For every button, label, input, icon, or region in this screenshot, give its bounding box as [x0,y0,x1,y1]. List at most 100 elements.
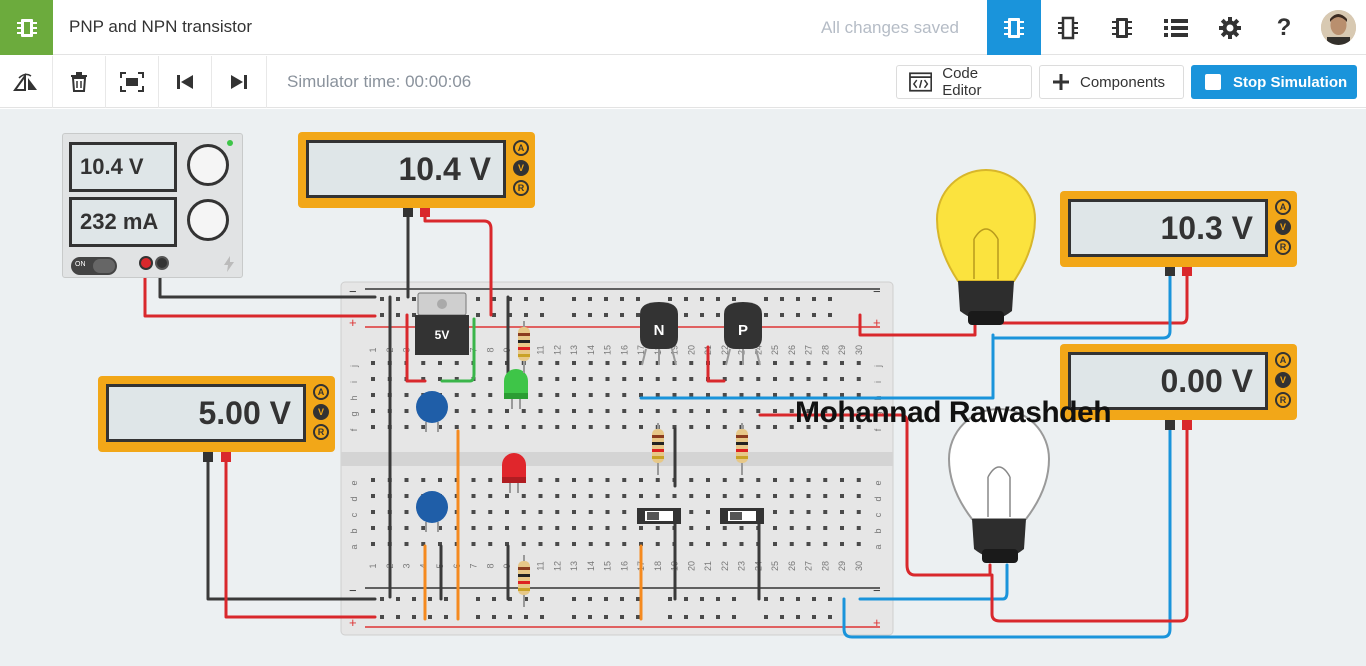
breadboard-hole[interactable] [856,425,861,429]
breadboard-hole[interactable] [806,478,811,482]
breadboard-hole[interactable] [773,409,777,413]
breadboard-hole[interactable] [655,542,660,546]
breadboard-hole[interactable] [739,409,744,413]
step-back-button[interactable] [159,56,212,108]
breadboard-hole[interactable] [655,361,660,365]
breadboard-hole[interactable] [604,297,608,301]
breadboard-hole[interactable] [605,393,610,397]
breadboard-hole[interactable] [789,409,794,413]
breadboard-hole[interactable] [840,361,844,365]
breadboard-hole[interactable] [371,425,375,429]
breadboard-hole[interactable] [773,526,777,530]
breadboard-hole[interactable] [572,393,576,397]
breadboard-hole[interactable] [605,526,610,530]
breadboard-hole[interactable] [555,409,560,413]
breadboard-hole[interactable] [639,526,643,530]
breadboard-hole[interactable] [806,510,811,514]
mode-volt[interactable]: V [1275,372,1291,388]
breadboard-hole[interactable] [438,425,442,429]
breadboard-hole[interactable] [689,494,694,498]
breadboard-hole[interactable] [572,510,576,514]
breadboard-hole[interactable] [700,313,704,317]
breadboard-hole[interactable] [454,377,459,381]
breadboard-hole[interactable] [789,393,794,397]
breadboard-hole[interactable] [622,425,627,429]
multimeter-3-mode-dials[interactable]: A V R [1275,199,1291,255]
mode-ampere[interactable]: A [1275,352,1291,368]
breadboard-hole[interactable] [404,494,409,498]
breadboard-hole[interactable] [588,615,592,619]
breadboard-hole[interactable] [639,542,643,546]
breadboard-hole[interactable] [508,597,512,601]
breadboard-hole[interactable] [789,542,794,546]
psu-voltage-knob[interactable] [187,144,229,186]
breadboard-hole[interactable] [492,597,496,601]
breadboard-hole[interactable] [396,615,400,619]
breadboard-hole[interactable] [806,377,811,381]
breadboard-hole[interactable] [689,409,694,413]
breadboard-hole[interactable] [605,361,610,365]
breadboard-hole[interactable] [438,377,442,381]
breadboard-hole[interactable] [588,297,592,301]
breadboard-hole[interactable] [444,615,448,619]
breadboard-hole[interactable] [524,313,528,317]
breadboard-hole[interactable] [689,393,694,397]
breadboard-hole[interactable] [716,597,720,601]
resistor-led-green[interactable] [518,321,530,373]
breadboard-hole[interactable] [668,615,672,619]
psu-positive-terminal[interactable] [139,256,153,270]
breadboard-hole[interactable] [604,313,608,317]
breadboard-hole[interactable] [538,510,543,514]
breadboard-hole[interactable] [722,409,727,413]
breadboard-hole[interactable] [639,377,643,381]
breadboard-hole[interactable] [476,615,480,619]
breadboard-hole[interactable] [471,425,476,429]
breadboard-hole[interactable] [789,510,794,514]
breadboard-hole[interactable] [672,377,677,381]
breadboard-hole[interactable] [488,510,493,514]
breadboard-hole[interactable] [555,542,560,546]
breadboard-hole[interactable] [655,478,660,482]
breadboard-hole[interactable] [555,494,560,498]
breadboard-hole[interactable] [789,478,794,482]
breadboard-hole[interactable] [856,494,861,498]
breadboard-hole[interactable] [396,297,400,301]
breadboard-hole[interactable] [412,313,416,317]
breadboard-hole[interactable] [505,409,509,413]
mode-ampere[interactable]: A [313,384,329,400]
breadboard-hole[interactable] [572,597,576,601]
breadboard-hole[interactable] [856,478,861,482]
breadboard-hole[interactable] [655,377,660,381]
breadboard-hole[interactable] [622,510,627,514]
breadboard-hole[interactable] [840,377,844,381]
resistor-npn-base[interactable] [652,423,664,475]
breadboard-hole[interactable] [428,597,432,601]
breadboard-hole[interactable] [706,526,710,530]
led-red[interactable] [502,453,526,493]
breadboard-hole[interactable] [756,409,761,413]
breadboard-hole[interactable] [454,361,459,365]
breadboard-hole[interactable] [572,615,576,619]
breadboard-hole[interactable] [823,425,828,429]
breadboard-hole[interactable] [840,409,844,413]
breadboard-hole[interactable] [538,494,543,498]
breadboard-hole[interactable] [604,597,608,601]
breadboard-hole[interactable] [655,409,660,413]
multimeter-3[interactable]: 10.3 V A V R [1060,191,1297,267]
breadboard-hole[interactable] [412,615,416,619]
breadboard-hole[interactable] [538,425,543,429]
breadboard-hole[interactable] [823,542,828,546]
breadboard-hole[interactable] [521,510,526,514]
breadboard-hole[interactable] [812,297,816,301]
breadboard-hole[interactable] [371,377,375,381]
multimeter-4[interactable]: 0.00 V A V R [1060,344,1297,420]
breadboard-hole[interactable] [756,494,761,498]
breadboard-hole[interactable] [622,542,627,546]
breadboard-hole[interactable] [572,425,576,429]
breadboard-hole[interactable] [620,615,624,619]
component-list-button[interactable] [1095,0,1149,55]
breadboard-hole[interactable] [588,542,593,546]
breadboard-hole[interactable] [639,425,643,429]
breadboard-hole[interactable] [492,297,496,301]
breadboard-hole[interactable] [828,597,832,601]
